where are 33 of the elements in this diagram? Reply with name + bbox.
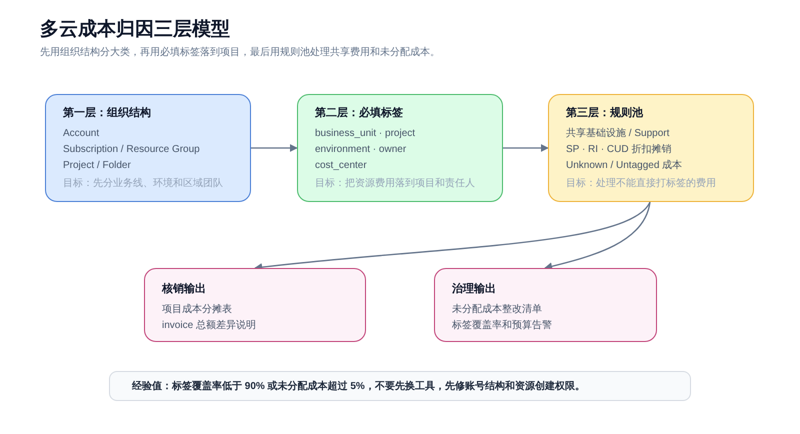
item-text: Unknown / Untagged 成本 (566, 158, 684, 173)
item-text: invoice 总额差异说明 (162, 318, 257, 333)
item-text: Account (63, 127, 100, 141)
arrow (503, 144, 549, 152)
goal-text: 目标：把资源费用落到项目和责任人 (315, 177, 476, 191)
box-heading: 第一层：组织结构 (63, 106, 152, 121)
item-text: SP · RI · CUD 折扣摊销 (566, 142, 672, 157)
item-text: cost_center (315, 159, 368, 173)
arrow (251, 144, 298, 152)
item-text: 共享基础设施 / Support (566, 126, 670, 141)
diagram-subtitle: 先用组织结构分大类，再用必填标签落到项目，最后用规则池处理共享费用和未分配成本。 (40, 46, 440, 60)
item-text: 未分配成本整改清单 (452, 302, 543, 317)
box-heading: 治理输出 (452, 282, 497, 297)
goal-text: 目标：处理不能直接打标签的费用 (566, 177, 717, 191)
note-text: 经验值：标签覆盖率低于 90% 或未分配成本超过 5%，不要先换工具，先修账号结构和资源创建权限。 (132, 379, 585, 394)
layer-box (297, 94, 503, 202)
layer-box (548, 94, 754, 202)
item-text: 标签覆盖率和预算告警 (452, 318, 553, 333)
item-text: 项目成本分摊表 (162, 302, 233, 317)
box-heading: 核销输出 (162, 282, 207, 297)
goal-text: 目标：先分业务线、环境和区域团队 (63, 177, 224, 191)
item-text: Project / Folder (63, 159, 132, 173)
box-heading: 第二层：必填标签 (315, 106, 404, 121)
item-text: Subscription / Resource Group (63, 143, 201, 157)
box-heading: 第三层：规则池 (566, 106, 644, 121)
item-text: business_unit · project (315, 127, 416, 141)
diagram-title: 多云成本归因三层模型 (40, 18, 230, 42)
arrow (544, 202, 651, 270)
output-box (434, 268, 657, 342)
note-box (109, 371, 691, 401)
item-text: environment · owner (315, 143, 408, 157)
output-box (144, 268, 366, 342)
layer-box (45, 94, 251, 202)
